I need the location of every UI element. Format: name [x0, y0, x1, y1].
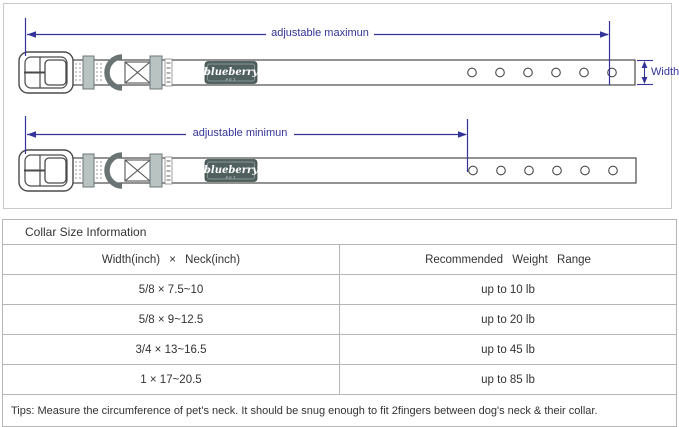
collar-size-infographic: { "diagram": { "top_label": "adjustable …	[2, 3, 679, 427]
tips-text: Tips: Measure the circumference of pet's…	[2, 394, 677, 427]
x-stitch-box	[124, 61, 151, 84]
brand-patch: blueberry PET	[204, 61, 259, 84]
keeper-right	[149, 55, 163, 90]
size-value: 3/4 × 13~16.5	[2, 334, 340, 365]
table-row: 3/4 × 13~16.5 up to 45 lb	[2, 334, 677, 365]
weight-value: up to 45 lb	[339, 334, 677, 365]
brand-patch: blueberry PET	[204, 159, 259, 182]
weight-value: up to 20 lb	[339, 304, 677, 335]
table-title-row: Collar Size Information	[2, 219, 677, 245]
brand-sub-text: PET	[226, 175, 237, 180]
collar-holes	[467, 67, 617, 78]
stitch-lines	[75, 161, 102, 180]
column-header-size: Width(inch) × Neck(inch)	[2, 244, 340, 275]
brand-sub-text: PET	[226, 77, 237, 82]
woven-tag	[164, 58, 173, 87]
adjustable-minimum-label: adjustable minimun	[192, 127, 288, 139]
stitch-lines	[75, 63, 102, 82]
collar-bottom: blueberry PET	[18, 116, 637, 192]
dimension-max	[24, 18, 611, 85]
brand-logo-text: blueberry	[204, 67, 259, 78]
buckle-icon	[18, 149, 74, 192]
dimension-width	[637, 59, 653, 86]
collar-top: blueberry PET	[18, 18, 653, 94]
dimension-min	[24, 116, 469, 172]
keeper-left	[82, 55, 95, 90]
table-row: 1 × 17~20.5 up to 85 lb	[2, 364, 677, 395]
size-value: 1 × 17~20.5	[2, 364, 340, 395]
collar-size-table: Collar Size Information Width(inch) × Ne…	[2, 219, 677, 427]
table-tips-row: Tips: Measure the circumference of pet's…	[2, 394, 677, 427]
buckle-icon	[18, 51, 74, 94]
d-ring-icon	[104, 54, 123, 91]
brand-logo-text: blueberry	[204, 165, 259, 176]
d-ring-icon	[104, 152, 123, 189]
weight-value: up to 85 lb	[339, 364, 677, 395]
keeper-left	[82, 153, 95, 188]
collar-holes	[468, 165, 618, 176]
table-title: Collar Size Information	[2, 219, 677, 245]
table-header-row: Width(inch) × Neck(inch) Recommended Wei…	[2, 244, 677, 275]
adjustable-maximum-label: adjustable maximun	[271, 27, 369, 39]
size-value: 5/8 × 9~12.5	[2, 304, 340, 335]
table-row: 5/8 × 7.5~10 up to 10 lb	[2, 274, 677, 305]
column-header-weight: Recommended Weight Range	[339, 244, 677, 275]
width-label: Width	[651, 66, 679, 78]
keeper-right	[149, 153, 163, 188]
woven-tag	[164, 156, 173, 185]
size-value: 5/8 × 7.5~10	[2, 274, 340, 305]
table-row: 5/8 × 9~12.5 up to 20 lb	[2, 304, 677, 335]
x-stitch-box	[124, 159, 151, 182]
weight-value: up to 10 lb	[339, 274, 677, 305]
collar-diagram: blueberry PET	[18, 18, 653, 192]
